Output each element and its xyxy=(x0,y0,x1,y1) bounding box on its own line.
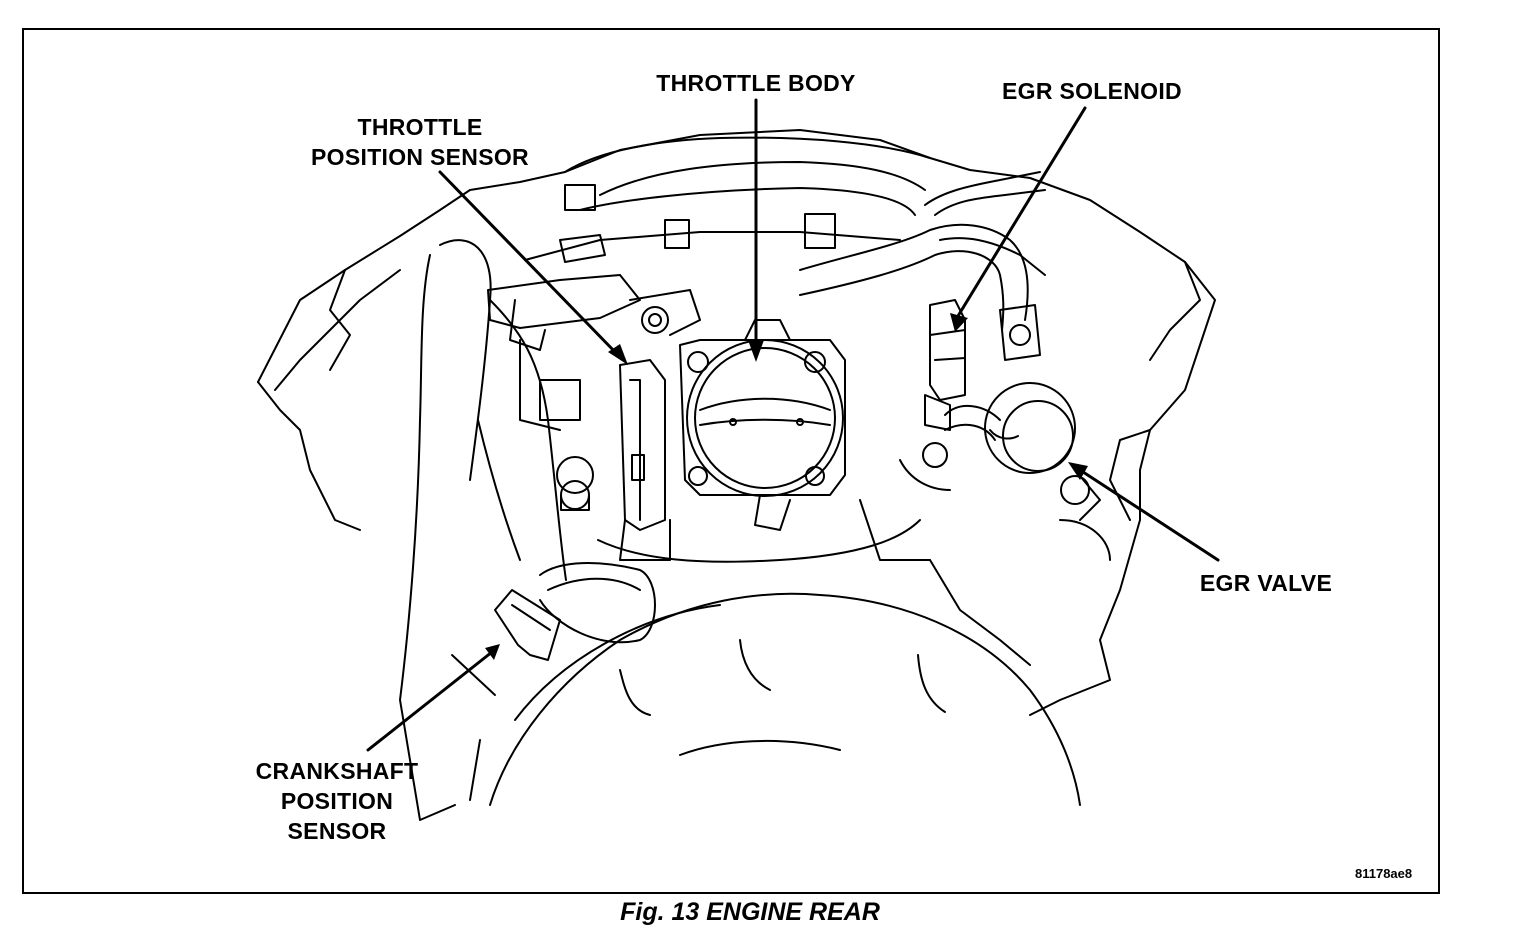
throttle-body-part xyxy=(679,319,846,531)
label-ckp-line2: POSITION xyxy=(280,788,394,814)
label-tps-line1: THROTTLE xyxy=(357,114,483,140)
label-tps-line2: POSITION SENSOR xyxy=(311,144,529,170)
intake-manifold xyxy=(524,136,931,263)
label-crankshaft-position-sensor: CRANKSHAFT POSITION SENSOR xyxy=(232,756,442,846)
arrowheads xyxy=(485,313,1088,660)
breather-hose xyxy=(399,239,567,821)
lower-engine-body xyxy=(539,442,1111,666)
label-throttle-position-sensor: THROTTLE POSITION SENSOR xyxy=(288,112,552,172)
throttle-position-sensor-part xyxy=(619,359,671,561)
label-ckp-line1: CRANKSHAFT xyxy=(255,758,419,784)
engine-block-outline xyxy=(257,129,1216,716)
reference-code: 81178ae8 xyxy=(1355,866,1413,881)
leader-lines xyxy=(366,98,1220,752)
left-components xyxy=(487,274,701,511)
crankshaft-position-sensor-part xyxy=(451,589,561,696)
egr-valve-part xyxy=(944,382,1101,521)
figure-frame xyxy=(22,28,1440,894)
label-egr-valve: EGR VALVE xyxy=(1199,570,1333,596)
label-ckp-line3: SENSOR xyxy=(287,818,387,844)
right-components xyxy=(799,171,1046,361)
label-egr-solenoid: EGR SOLENOID xyxy=(1002,78,1182,104)
egr-solenoid-part xyxy=(924,299,966,431)
bellhousing xyxy=(469,592,1081,806)
label-throttle-body: THROTTLE BODY xyxy=(656,70,856,96)
figure-caption: Fig. 13 ENGINE REAR xyxy=(620,898,880,926)
